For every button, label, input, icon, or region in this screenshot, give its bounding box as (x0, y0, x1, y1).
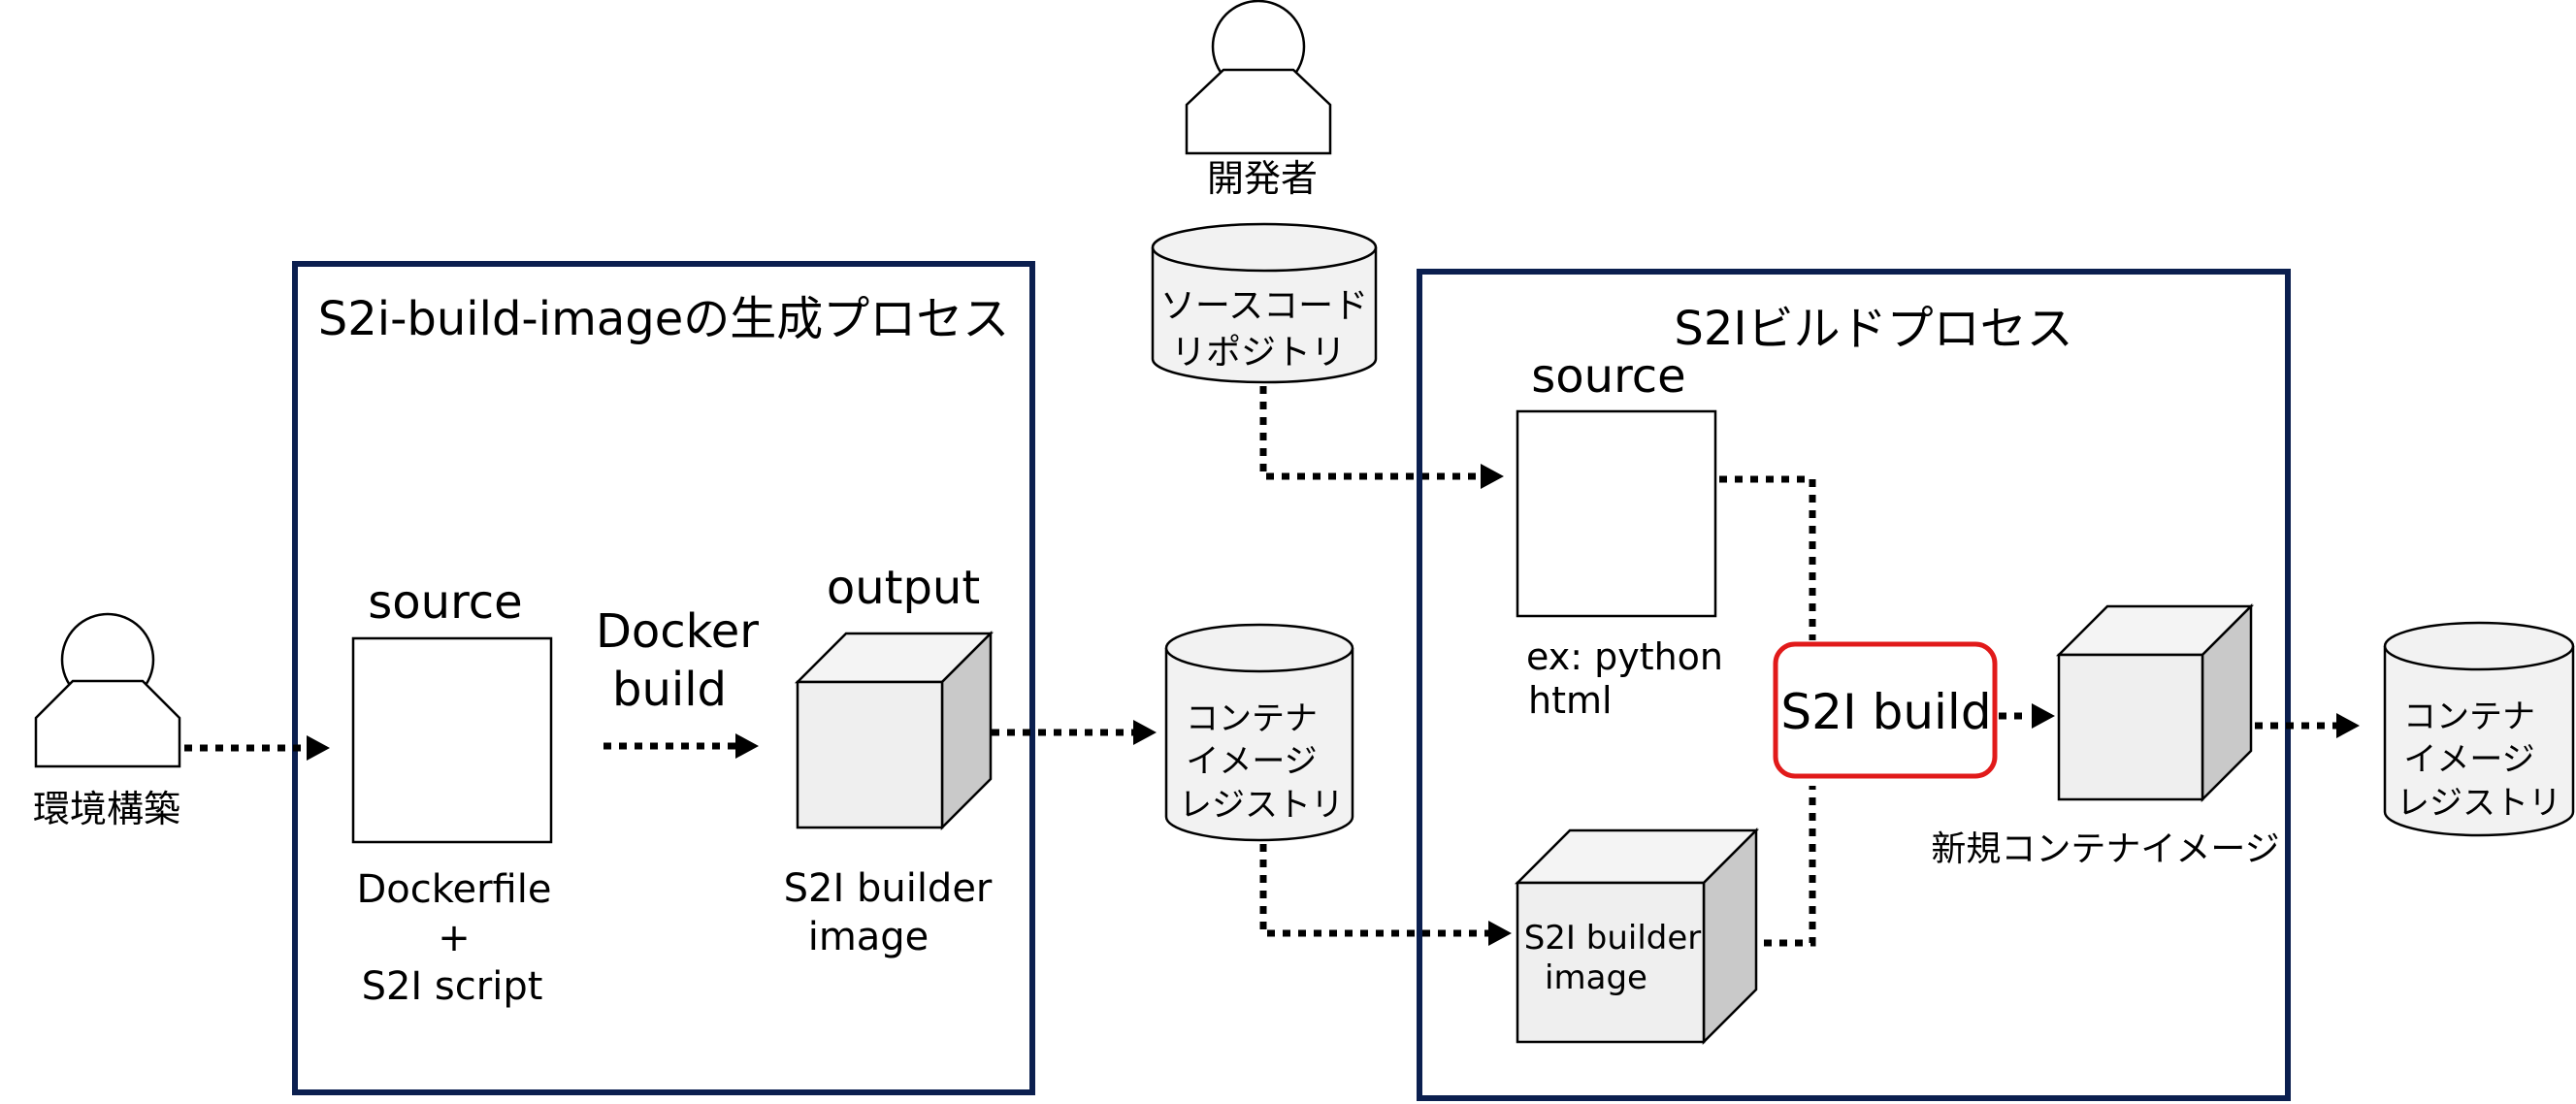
developer-person-icon (1185, 0, 1332, 155)
right-process-frame (1417, 269, 2291, 1101)
middle-registry-database-cylinder-icon (1164, 623, 1354, 842)
right-process-title: S2Iビルドプロセス (1674, 302, 2072, 356)
env-person-icon (34, 612, 181, 768)
right-builder-label-line2: image (1545, 958, 1647, 997)
build-to-new-image-arrow (1999, 703, 2055, 729)
env-person-label: 環境構築 (33, 788, 180, 830)
repo-to-source-arrow (1259, 386, 1504, 489)
right-builder-label-line1: S2I builder (1524, 919, 1702, 958)
source-repo-label-line2: リポジトリ (1171, 333, 1346, 373)
env-to-source-arrow (184, 735, 330, 761)
mid-registry-label-line1: コンテナ (1186, 699, 1318, 738)
dockerfile-source-box (351, 636, 553, 844)
registry-to-builder-arrow (1259, 844, 1512, 946)
right-registry-database-cylinder-icon (2383, 621, 2575, 837)
dockerfile-label-line1: Dockerfile (357, 867, 552, 912)
source-repo-label-line1: ソースコード (1160, 286, 1368, 326)
builder-image-label-line2: image (808, 915, 929, 959)
dockerfile-label-line3: S2I script (362, 964, 543, 1009)
right-registry-label-line3: レジストリ (2397, 784, 2561, 823)
builder-image-label-line1: S2I builder (784, 866, 993, 911)
right-registry-label-line2: イメージ (2403, 740, 2534, 779)
docker-build-arrow (603, 733, 759, 759)
s2i-build-step (1773, 641, 1998, 779)
docker-build-label-line1: Docker (596, 604, 759, 659)
left-source-label: source (368, 575, 522, 630)
right-builder-image-cube-icon (1514, 827, 1760, 1046)
mid-registry-label-line2: イメージ (1186, 742, 1317, 781)
new-container-image-cube-icon (2055, 602, 2255, 803)
new-image-label: 新規コンテナイメージ (1931, 829, 2279, 869)
source-to-build-connector (1719, 475, 1816, 640)
right-source-box (1516, 409, 1717, 618)
right-source-label: source (1531, 349, 1685, 404)
builder-to-build-connector (1764, 786, 1816, 947)
s2i-builder-image-cube-icon (794, 630, 995, 831)
source-example-line2: html (1528, 679, 1613, 722)
mid-registry-label-line3: レジストリ (1179, 786, 1344, 825)
s2i-build-label: S2I build (1780, 684, 1991, 740)
developer-label: 開発者 (1207, 157, 1318, 200)
source-example-line1: ex: python (1526, 635, 1723, 678)
left-process-frame (292, 261, 1035, 1095)
left-process-title: S2i-build-imageの生成プロセス (318, 292, 1010, 346)
new-image-to-registry-arrow (2255, 713, 2360, 738)
left-to-registry-arrow (992, 720, 1157, 745)
docker-build-label-line2: build (612, 663, 727, 717)
dockerfile-label-line2: + (438, 916, 471, 960)
right-registry-label-line1: コンテナ (2403, 698, 2535, 736)
output-label: output (827, 561, 980, 615)
source-repository-database-cylinder-icon (1151, 222, 1378, 384)
